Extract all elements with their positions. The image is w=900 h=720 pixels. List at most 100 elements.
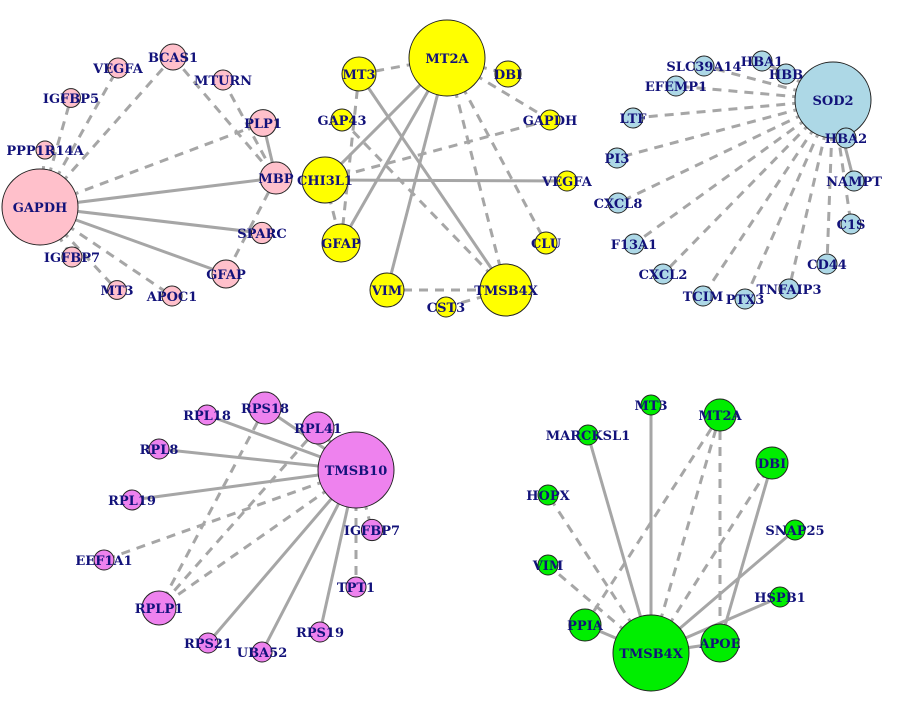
node-apoe[interactable] xyxy=(700,623,740,663)
edge-mt2a-ppia xyxy=(583,414,722,626)
node-clu[interactable] xyxy=(534,231,558,255)
node-label-snap25: SNAP25 xyxy=(765,524,824,539)
node-tcim[interactable] xyxy=(692,285,714,307)
node-ptx3[interactable] xyxy=(734,288,756,310)
node-eef1a1[interactable] xyxy=(93,549,115,571)
node-nampt[interactable] xyxy=(843,170,865,192)
node-hspb1[interactable] xyxy=(769,586,791,608)
edge-bcas1-mbp xyxy=(171,56,278,179)
node-label-nampt: NAMPT xyxy=(826,175,882,190)
node-sparc[interactable] xyxy=(250,221,274,245)
node-rplp1[interactable] xyxy=(141,590,177,626)
node-dbi[interactable] xyxy=(755,446,789,480)
node-label-tmsb10: TMSB10 xyxy=(325,464,388,479)
edge-gapdh-vegfa xyxy=(38,67,120,208)
node-pi3[interactable] xyxy=(606,147,628,169)
edge-gapdh-plp1 xyxy=(39,121,264,209)
node-rps19[interactable] xyxy=(309,621,331,643)
edge-tmsb10-rplp1 xyxy=(158,468,357,610)
node-cst3[interactable] xyxy=(435,296,457,318)
node-gapdh[interactable] xyxy=(1,168,79,246)
node-label-rpl19: RPL19 xyxy=(108,494,156,509)
node-label-mt3: MT3 xyxy=(100,284,133,299)
node-hba2[interactable] xyxy=(835,127,857,149)
node-label-efemp1: EFEMP1 xyxy=(645,80,707,95)
node-label-hba2: HBA2 xyxy=(825,132,867,147)
node-tmsb4x[interactable] xyxy=(612,614,690,692)
net-gapdh-nodes: GAPDHVEGFABCAS1MTURNIGFBP5PLP1PPP1R14AMB… xyxy=(1,43,294,307)
node-f13a1[interactable] xyxy=(623,233,645,255)
node-tnfaip3[interactable] xyxy=(778,278,800,300)
node-rpl8[interactable] xyxy=(148,438,170,460)
edge-mt3-tmsb4x xyxy=(357,73,508,291)
node-mt2a[interactable] xyxy=(703,398,737,432)
node-rpl19[interactable] xyxy=(121,489,143,511)
node-rps21[interactable] xyxy=(197,632,219,654)
node-label-c1s: C1S xyxy=(837,218,866,233)
node-tpt1[interactable] xyxy=(345,576,367,598)
node-mt3[interactable] xyxy=(341,56,377,92)
node-label-igfbp5: IGFBP5 xyxy=(43,92,99,107)
node-label-mt3: MT3 xyxy=(342,68,375,83)
node-label-hbb: HBB xyxy=(769,68,803,83)
edge-dbi-apoe xyxy=(718,462,774,644)
node-cxcl8[interactable] xyxy=(607,192,629,214)
node-plp1[interactable] xyxy=(249,109,277,137)
node-vim[interactable] xyxy=(537,554,559,576)
node-vegfa[interactable] xyxy=(107,57,129,79)
node-cd44[interactable] xyxy=(816,253,838,275)
node-gapdh[interactable] xyxy=(539,109,561,131)
node-gap43[interactable] xyxy=(330,108,354,132)
node-label-tpt1: TPT1 xyxy=(337,581,375,596)
node-mt3[interactable] xyxy=(107,280,127,300)
node-mbp[interactable] xyxy=(259,161,293,195)
node-label-cst3: CST3 xyxy=(427,301,465,316)
node-ppp1r14a[interactable] xyxy=(35,140,55,160)
node-igfbp7[interactable] xyxy=(61,246,83,268)
node-label-ptx3: PTX3 xyxy=(726,293,765,308)
node-label-igfbp7: IGFBP7 xyxy=(44,251,100,266)
node-label-mturn: MTURN xyxy=(194,74,252,89)
node-label-gap43: GAP43 xyxy=(317,114,366,129)
node-label-tmsb4x: TMSB4X xyxy=(619,647,683,662)
node-gfap[interactable] xyxy=(321,223,361,263)
node-rpl41[interactable] xyxy=(301,411,335,445)
node-ltf[interactable] xyxy=(622,107,644,129)
node-chi3l1[interactable] xyxy=(301,156,349,204)
node-hba1[interactable] xyxy=(751,50,773,72)
node-vegfa[interactable] xyxy=(556,170,578,192)
edge-sod2-cd44 xyxy=(825,99,835,265)
node-vim[interactable] xyxy=(369,272,405,308)
node-apoc1[interactable] xyxy=(161,285,183,307)
node-igfbp7[interactable] xyxy=(360,518,384,542)
node-igfbp5[interactable] xyxy=(61,88,81,108)
node-label-gapdh: GAPDH xyxy=(13,201,68,216)
node-dbi[interactable] xyxy=(494,60,522,88)
node-label-f13a1: F13A1 xyxy=(611,238,657,253)
node-rpl18[interactable] xyxy=(196,404,218,426)
node-sod2[interactable] xyxy=(794,61,872,139)
node-rps18[interactable] xyxy=(248,391,282,425)
node-mt2a[interactable] xyxy=(408,19,486,97)
node-efemp1[interactable] xyxy=(665,75,687,97)
node-marcksl1[interactable] xyxy=(577,424,599,446)
node-cxcl2[interactable] xyxy=(652,263,674,285)
edge-mturn-mbp xyxy=(221,79,278,179)
node-hbb[interactable] xyxy=(775,63,797,85)
edge-mbp-gfap xyxy=(224,177,278,275)
node-hopx[interactable] xyxy=(537,484,559,506)
node-c1s[interactable] xyxy=(840,213,862,235)
node-label-mbp: MBP xyxy=(258,172,293,187)
node-mturn[interactable] xyxy=(212,69,234,91)
node-bcas1[interactable] xyxy=(159,43,187,71)
node-gfap[interactable] xyxy=(211,259,241,289)
node-tmsb4x[interactable] xyxy=(479,263,533,317)
node-ppia[interactable] xyxy=(568,608,602,642)
node-tmsb10[interactable] xyxy=(317,431,395,509)
edge-layer xyxy=(38,56,856,655)
node-slc39a14[interactable] xyxy=(693,55,715,77)
node-snap25[interactable] xyxy=(784,519,806,541)
node-uba52[interactable] xyxy=(251,641,273,663)
node-mt3[interactable] xyxy=(640,394,662,416)
